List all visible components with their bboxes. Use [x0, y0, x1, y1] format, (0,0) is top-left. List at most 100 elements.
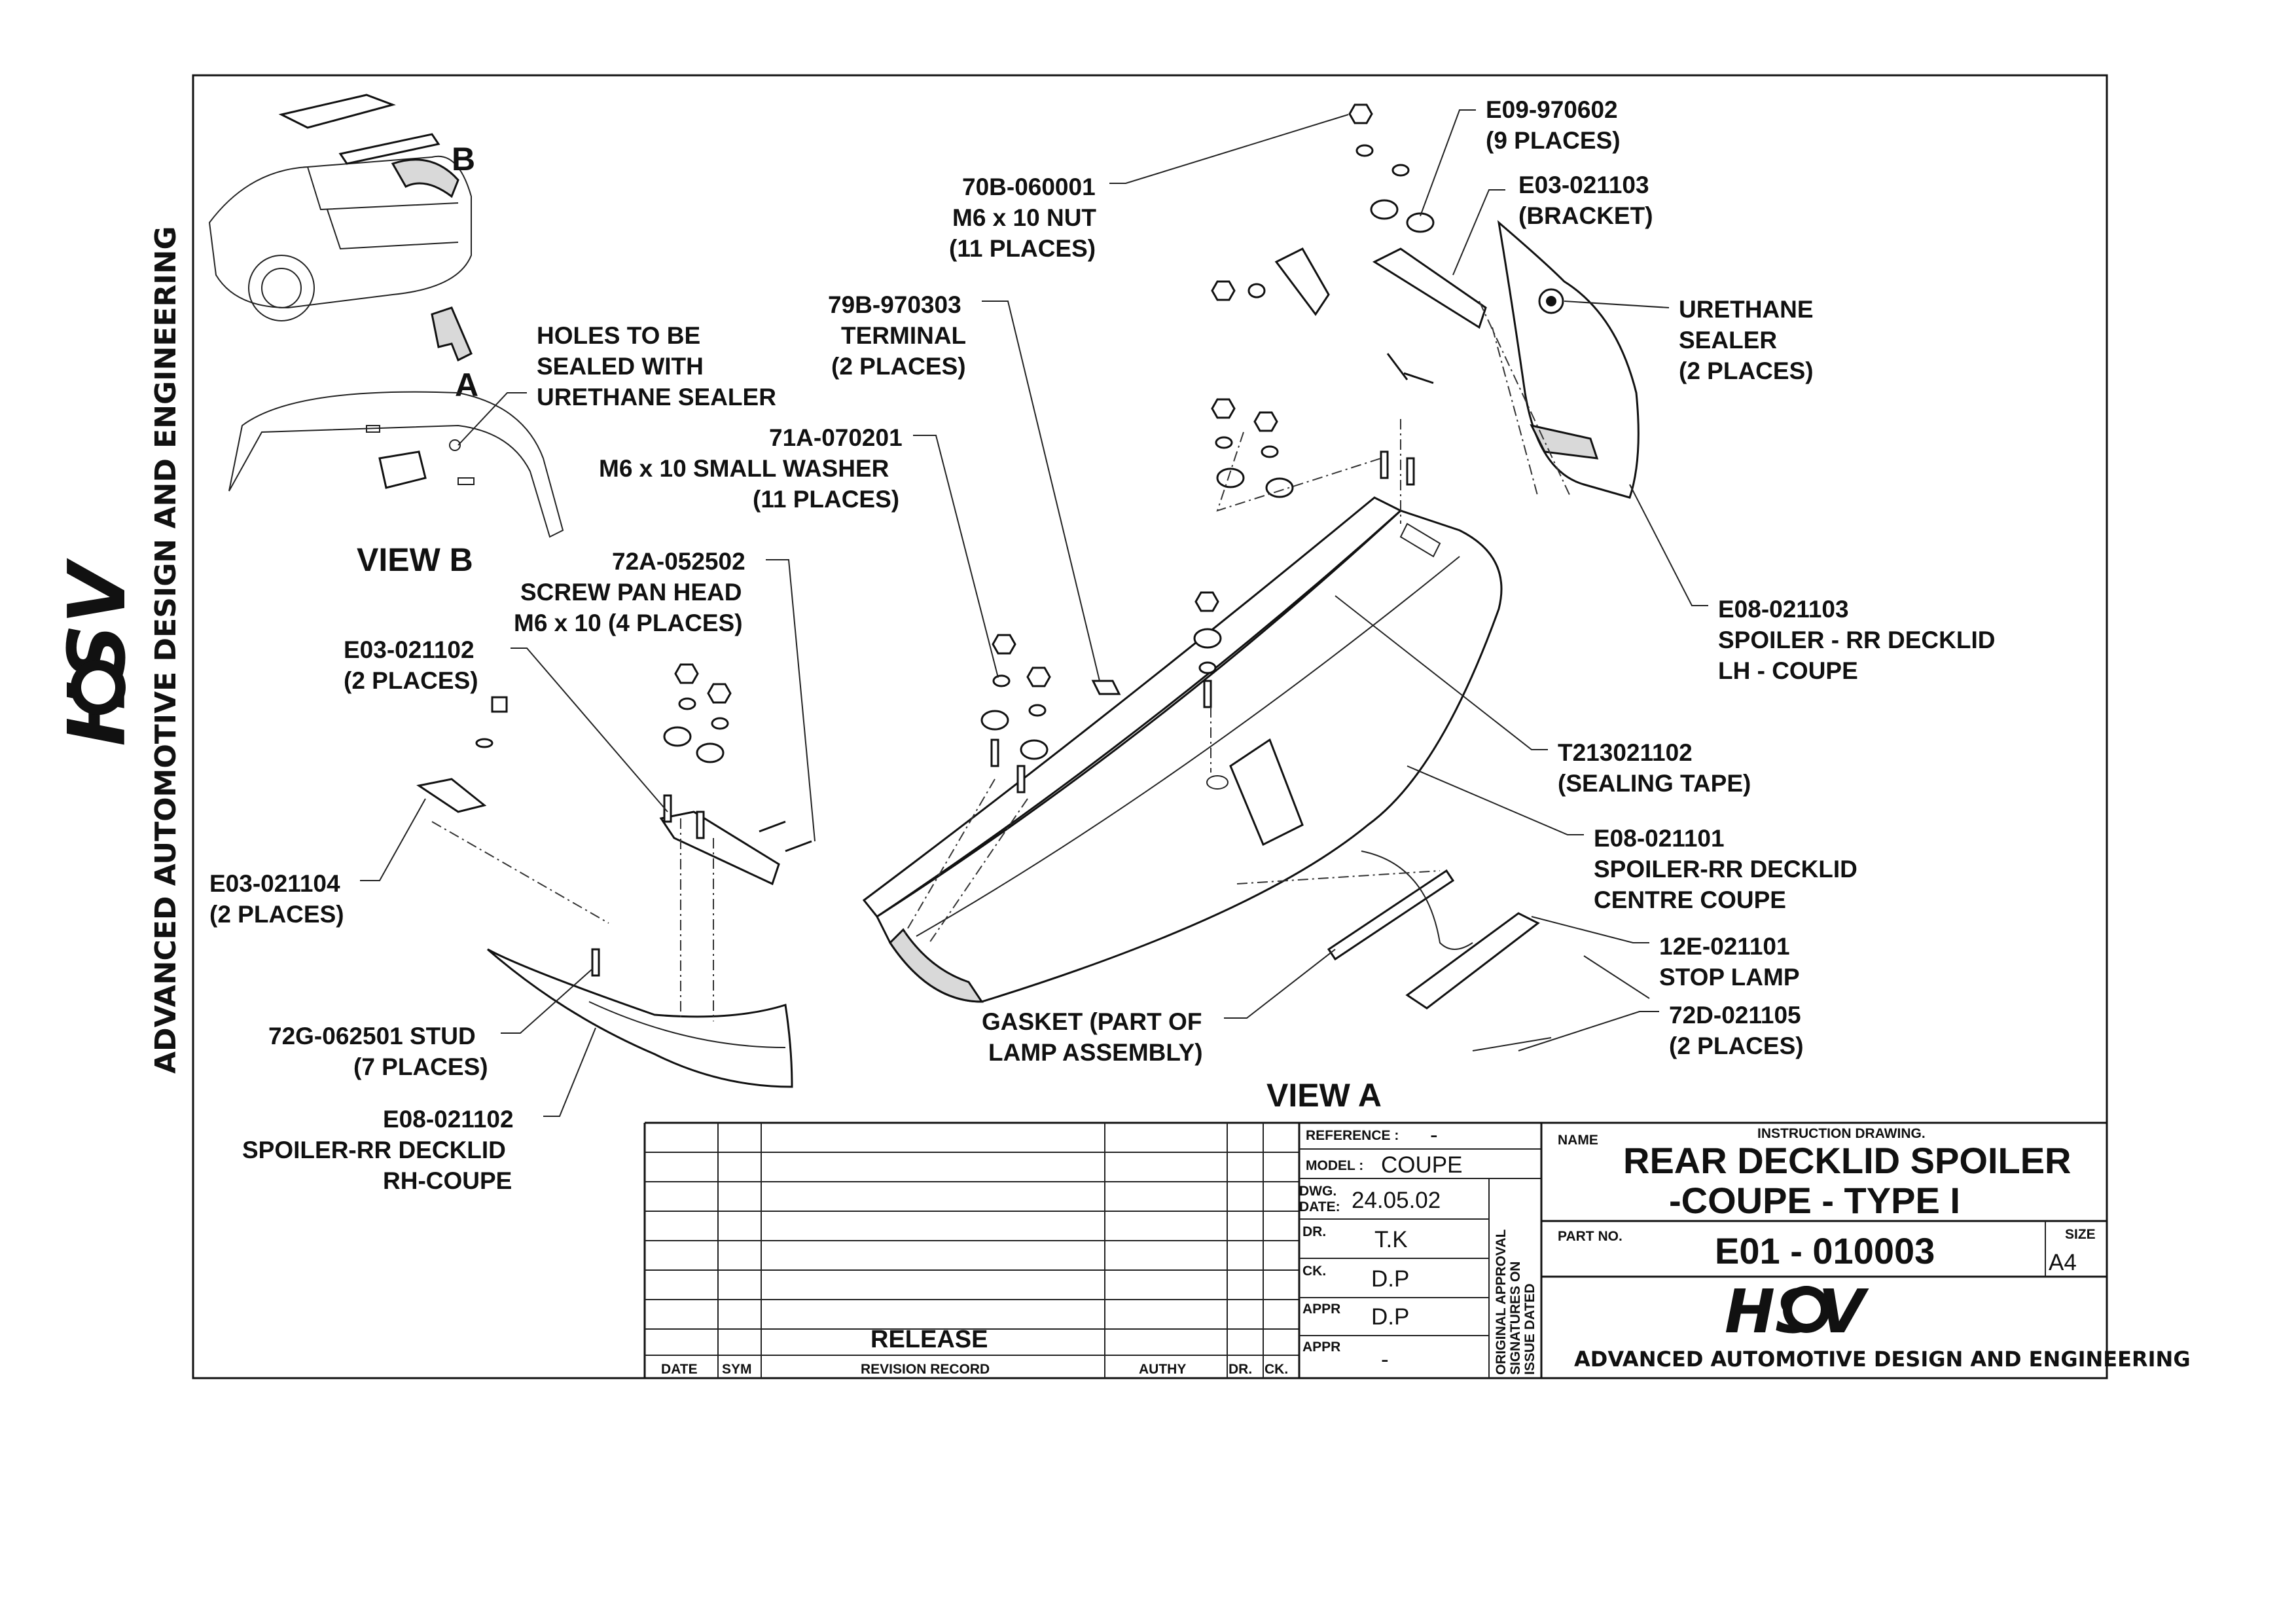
- view-a-marker: A: [455, 367, 478, 403]
- e03-021104-qty: (2 PLACES): [209, 901, 344, 928]
- e08-021102-code: E08-021102: [383, 1106, 514, 1133]
- rh-spoiler-part: [487, 948, 793, 1088]
- fastener-stack-top: [1211, 103, 1435, 384]
- gasket-label-1: GASKET (PART OF: [982, 1008, 1202, 1035]
- fastener-stack-left: [980, 634, 1051, 793]
- tape-leader: [1335, 595, 1548, 750]
- e03-021102-qty: (2 PLACES): [344, 667, 478, 694]
- terminal-desc: TERMINAL: [841, 322, 966, 349]
- view-b-title: VIEW B: [357, 541, 473, 578]
- dwg-label-1: DWG.: [1299, 1184, 1336, 1199]
- appr-value: D.P: [1371, 1304, 1409, 1330]
- washer-code: 71A-070201: [769, 424, 903, 451]
- size-label: SIZE: [2065, 1227, 2096, 1242]
- hsv-title-logo: HSV: [1725, 1277, 1869, 1347]
- reference-value: -: [1430, 1122, 1438, 1148]
- dwg-date-value: 24.05.02: [1352, 1188, 1441, 1213]
- bracket-rh-part: [659, 811, 780, 886]
- view-b-marker: B: [452, 141, 475, 177]
- view-a-arrow-icon: [431, 306, 473, 362]
- reference-label: REFERENCE :: [1306, 1128, 1399, 1143]
- e03-021102-leader: [511, 647, 668, 812]
- washer-qty: (11 PLACES): [753, 486, 899, 513]
- col-authy: AUTHY: [1139, 1362, 1186, 1377]
- view-a-title: VIEW A: [1266, 1077, 1382, 1114]
- approval-text-2: SIGNATURES ON: [1508, 1262, 1523, 1375]
- stop-lamp-desc: STOP LAMP: [1659, 964, 1800, 991]
- size-value: A4: [2049, 1250, 2077, 1275]
- bracket-lh-part: [1372, 247, 1487, 329]
- hsv-side-logo: HSV: [52, 558, 143, 746]
- bracket-e03-021104-part: [416, 778, 487, 813]
- appr-label: APPR: [1302, 1302, 1340, 1317]
- e72d-leader: [1518, 1011, 1659, 1051]
- screw-12e-icon: [1583, 955, 1650, 999]
- e03-021103-desc: (BRACKET): [1518, 202, 1653, 229]
- washer-desc: M6 x 10 SMALL WASHER: [599, 455, 889, 482]
- side-logo-text: HSV: [52, 558, 143, 746]
- e03-021103-code: E03-021103: [1518, 172, 1649, 198]
- terminal-qty: (2 PLACES): [831, 353, 966, 380]
- gasket-label-2: LAMP ASSEMBLY): [988, 1039, 1203, 1066]
- terminal-code: 79B-970303: [828, 291, 961, 318]
- assembly-centrelines: [431, 301, 1571, 1021]
- screw-leader: [766, 559, 816, 842]
- screw-72d-icon: [1472, 1037, 1552, 1051]
- car-overview-illustration: [208, 94, 473, 362]
- stop-lamp-code: 12E-021101: [1659, 933, 1790, 960]
- drawing-border: [192, 74, 2108, 1379]
- model-label: MODEL :: [1306, 1158, 1363, 1173]
- screw-code: 72A-052502: [612, 548, 745, 575]
- sealer-label-1: URETHANE: [1679, 296, 1814, 323]
- nut-desc: M6 x 10 NUT: [952, 204, 1096, 231]
- fastener-stack-rh: [475, 663, 812, 977]
- e03-021104-code: E03-021104: [209, 870, 340, 897]
- name-label: NAME: [1558, 1133, 1598, 1148]
- gasket-part: [1327, 869, 1455, 961]
- stud-qty: (7 PLACES): [353, 1053, 488, 1080]
- fastener-stack-centre: [1193, 591, 1222, 708]
- release-text: RELEASE: [870, 1326, 988, 1353]
- e08-021101-desc2: CENTRE COUPE: [1594, 886, 1786, 913]
- washer-leader: [913, 435, 999, 678]
- centre-spoiler-part: [862, 496, 1503, 1003]
- part-no-value: E01 - 010003: [1715, 1230, 1935, 1271]
- title-line-1: REAR DECKLID SPOILER: [1623, 1140, 2072, 1181]
- terminal-leader: [982, 301, 1100, 682]
- instruction-label: INSTRUCTION DRAWING.: [1757, 1126, 1926, 1141]
- holes-label-1: HOLES TO BE: [537, 322, 700, 349]
- col-dr: DR.: [1229, 1362, 1252, 1377]
- fastener-stack-mid: [1211, 398, 1415, 498]
- stop-lamp-part: [1405, 912, 1540, 1010]
- appr2-label: APPR: [1302, 1340, 1340, 1355]
- nut-code: 70B-060001: [962, 173, 1096, 200]
- company-name: ADVANCED AUTOMOTIVE DESIGN AND ENGINEERI…: [1574, 1347, 2191, 1372]
- e08-021102-desc2: RH-COUPE: [383, 1167, 512, 1194]
- e08-021101-desc1: SPOILER-RR DECKLID: [1594, 856, 1857, 883]
- view-b-arrow-icon: [391, 158, 459, 198]
- title-block: RELEASE DATE SYM REVISION RECORD AUTHY D…: [643, 1122, 2191, 1378]
- e03-021102-code: E03-021102: [344, 636, 475, 663]
- model-value: COUPE: [1381, 1152, 1462, 1178]
- holes-label-3: URETHANE SEALER: [537, 384, 776, 410]
- e08-021102-desc1: SPOILER-RR DECKLID: [242, 1137, 506, 1163]
- title-line-2: -COUPE - TYPE I: [1669, 1180, 1960, 1221]
- sealer-leader: [1564, 301, 1670, 308]
- e08-021101-leader: [1407, 765, 1584, 835]
- approval-text-1: ORIGINAL APPROVAL: [1494, 1229, 1509, 1375]
- side-banner-text: ADVANCED AUTOMOTIVE DESIGN AND ENGINEERI…: [149, 226, 183, 1074]
- e08-021103-leader: [1629, 484, 1708, 606]
- tape-desc: (SEALING TAPE): [1558, 770, 1751, 797]
- appr2-value: -: [1381, 1347, 1389, 1372]
- e72d-code: 72D-021105: [1669, 1002, 1801, 1029]
- bracket-upper-part: [1274, 247, 1330, 316]
- e03-021104-leader: [360, 798, 426, 881]
- dwg-label-2: DATE:: [1299, 1199, 1340, 1214]
- stud-code: 72G-062501 STUD: [268, 1023, 476, 1049]
- lh-spoiler-part: [1497, 220, 1640, 499]
- stud-leader: [501, 968, 593, 1034]
- approval-text-3: ISSUE DATED: [1522, 1283, 1537, 1375]
- col-sym: SYM: [722, 1362, 752, 1377]
- nut-leader: [1109, 114, 1349, 184]
- e72d-qty: (2 PLACES): [1669, 1032, 1804, 1059]
